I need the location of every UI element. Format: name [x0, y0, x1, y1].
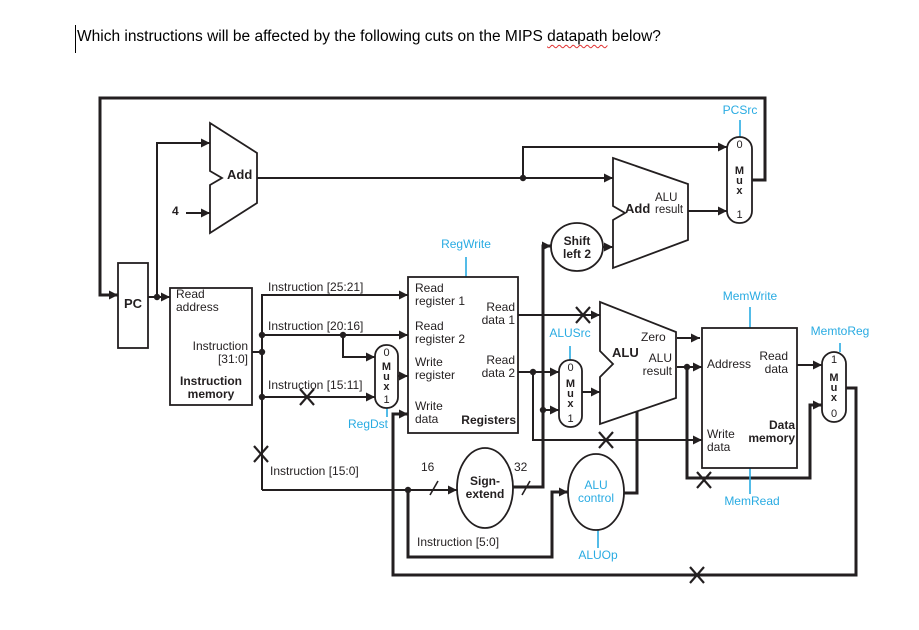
wire-readdata2-to-dmem-writedata	[532, 372, 702, 445]
control-signal-regdst: RegDst	[347, 417, 388, 431]
wire-label-instr-15-0: Instruction [15:0]	[270, 464, 359, 478]
sign-extend-label: Sign- extend	[465, 474, 505, 501]
alu-zero-label: Zero	[641, 330, 666, 344]
memtoreg-mux-shape	[821, 351, 847, 423]
reg-read-register-2-port: Read register 2	[415, 319, 466, 346]
title-pre: Which instructions will be affected by t…	[77, 28, 548, 45]
bus-width-slashes	[429, 480, 531, 496]
control-signal-memread: MemRead	[724, 494, 780, 508]
wire-pc-to-add	[156, 138, 210, 297]
control-lines	[386, 120, 841, 548]
control-signal-memtoreg: MemtoReg	[810, 324, 870, 338]
cut-mark-readdata1	[575, 306, 591, 324]
data-wires	[98, 96, 858, 577]
cut-mark-writeback	[689, 566, 705, 584]
wire-memtoreg-mux-to-reg-writedata	[391, 386, 858, 577]
dmem-write-data-port: Write data	[707, 427, 735, 454]
text-cursor	[75, 25, 76, 53]
add-pc4-label: Add	[227, 167, 253, 182]
add-branch-label: Add	[625, 201, 651, 216]
dmem-address-port: Address	[707, 357, 752, 371]
control-signal-pcsrc: PCSrc	[722, 103, 758, 117]
wire-pcplus4-to-pcsrc-mux0	[522, 142, 727, 178]
alu-name: ALU	[612, 345, 639, 360]
cut-mark-instr-15-11	[299, 388, 315, 406]
reg-read-data-2-port: Read data 2	[481, 353, 515, 380]
wire-label-instr-20-16: Instruction [20:16]	[268, 319, 364, 333]
control-signal-regwrite: RegWrite	[441, 237, 491, 251]
unit-shapes	[117, 121, 847, 531]
reg-read-data-1-port: Read data 1	[481, 300, 515, 327]
cut-mark-dmem-writedata	[598, 431, 614, 449]
alu-control-label: ALU control	[577, 478, 615, 505]
wire-alucontrol-to-alu	[623, 408, 639, 495]
control-signal-alusrc: ALUSrc	[549, 326, 591, 340]
registers-box	[407, 276, 519, 434]
wire-instr-25-21	[261, 290, 408, 490]
reg-read-register-1-port: Read register 1	[415, 281, 466, 308]
shift-left-2-label: Shift left 2	[562, 234, 591, 261]
reg-write-register-port: Write register	[415, 355, 456, 382]
alu-shape	[599, 300, 677, 426]
control-signal-memwrite: MemWrite	[722, 289, 778, 303]
cut-marks	[253, 306, 712, 584]
instruction-memory-box	[169, 287, 253, 406]
pc-label: PC	[123, 296, 143, 311]
registers-name: Registers	[461, 413, 516, 427]
wire-instr-20-16-to-regdst-mux0	[342, 335, 375, 362]
question-title: Which instructions will be affected by t…	[77, 28, 661, 46]
control-signal-aluop: ALUOp	[578, 548, 618, 562]
imem-instruction-port: Instruction [31:0]	[192, 339, 248, 366]
wire-signextend-to-shiftleft2	[513, 241, 551, 489]
reg-write-data-port: Write data	[415, 399, 443, 426]
wire-pcsrc-mux-to-pc	[98, 96, 767, 300]
cut-mark-instr-15-0	[253, 445, 269, 463]
bus-width-32-label: 32	[514, 460, 528, 474]
shift-left-2-ellipse	[550, 222, 604, 272]
sign-extend-ellipse	[456, 447, 514, 529]
data-memory-name: Data memory	[748, 418, 795, 445]
wire-label-instr-15-11: Instruction [15:11]	[268, 378, 363, 392]
data-memory-box	[701, 327, 798, 469]
title-misspelled-word: datapath	[547, 28, 608, 45]
bus-width-16-label: 16	[421, 460, 435, 474]
bus16-slash	[429, 480, 439, 496]
imem-name: Instruction memory	[180, 374, 242, 401]
add-branch-shape	[612, 156, 689, 270]
wire-aluresult-to-memtoreg-mux0	[685, 367, 822, 480]
alu-result-label: ALU result	[642, 351, 672, 378]
alu-control-ellipse	[567, 453, 625, 531]
alusrc-mux-shape	[558, 359, 583, 428]
title-post: below?	[607, 28, 661, 45]
add-branch-result-label: ALU result	[655, 192, 684, 216]
dmem-read-data-port: Read data	[759, 349, 788, 376]
bus32-slash	[521, 480, 531, 496]
cut-mark-alu-bypass	[696, 471, 712, 489]
imem-read-address-port: Read address	[176, 287, 219, 314]
const-4-label: 4	[172, 204, 179, 218]
add-pc4-shape	[209, 121, 258, 235]
wire-instr-5-0-to-alucontrol	[406, 487, 568, 559]
wire-label-instr-5-0: Instruction [5:0]	[417, 535, 500, 549]
pc-box	[117, 262, 149, 349]
junction-dots	[153, 174, 691, 494]
regdst-mux-shape	[374, 344, 399, 409]
pcsrc-mux-shape	[726, 136, 753, 224]
wire-label-instr-25-21: Instruction [25:21]	[268, 280, 364, 294]
